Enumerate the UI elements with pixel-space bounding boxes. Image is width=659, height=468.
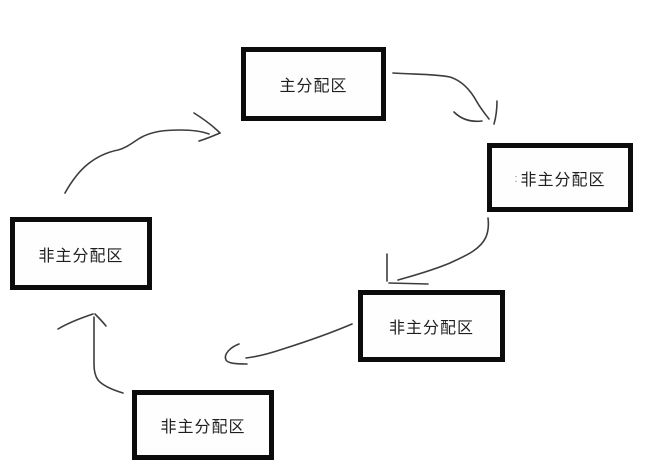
node-label: 非主分配区 <box>388 320 474 337</box>
node-label: 非主分配区 <box>38 247 124 265</box>
node-main-allocation-area: 主分配区 <box>241 47 386 121</box>
arrow-left-to-top <box>64 112 221 194</box>
arrow-bottom-to-left <box>57 313 124 394</box>
arrow-right-to-bottom-right <box>386 217 490 285</box>
arrow-bottom-right-to-bottom <box>224 323 353 365</box>
node-label: 主分配区 <box>279 78 348 95</box>
arrow-top-to-right <box>392 72 498 125</box>
node-non-main-allocation-area-bottom: 非主分配区 <box>132 390 274 460</box>
node-label: 非主分配区 <box>520 171 606 189</box>
node-non-main-allocation-area-bottom-right: 非主分配区 <box>358 290 505 362</box>
node-label: 非主分配区 <box>160 419 246 436</box>
node-non-main-allocation-area-right: : 非主分配区 <box>487 143 633 212</box>
stray-cursor-mark: : <box>514 172 519 185</box>
node-non-main-allocation-area-left: 非主分配区 <box>10 217 152 290</box>
